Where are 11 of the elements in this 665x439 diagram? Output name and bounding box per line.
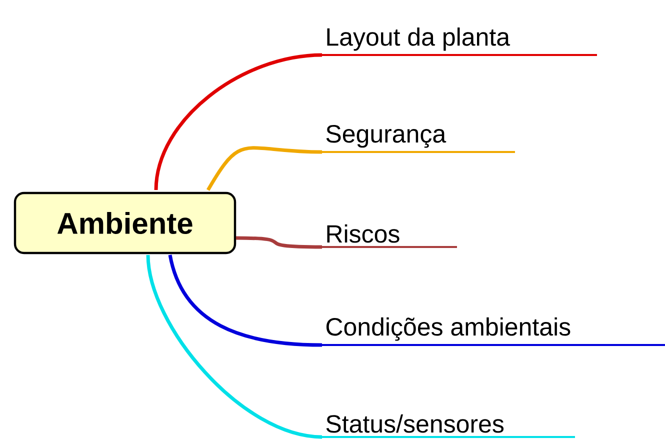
branch-curve — [168, 254, 322, 347]
branch-label: Layout da planta — [322, 28, 597, 56]
branch-curve — [146, 254, 322, 439]
topic-box: Ambiente — [14, 192, 236, 254]
branch-label: Riscos — [322, 224, 457, 248]
branch-curve — [154, 53, 322, 190]
branch-curve — [236, 236, 322, 249]
branch-curve — [206, 146, 322, 191]
branch-label: Segurança — [322, 125, 515, 153]
branch-label: Condições ambientais — [322, 317, 665, 346]
branch-label: Status/sensores — [322, 414, 575, 438]
